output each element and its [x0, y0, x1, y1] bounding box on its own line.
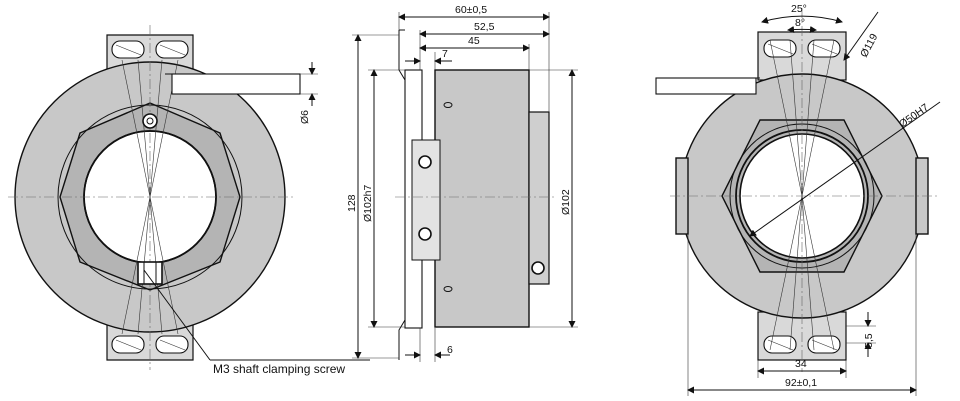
dim-45: 45 [419, 35, 530, 70]
dim-60: 60±0,5 [398, 4, 550, 112]
dim-6-side-label: 6 [447, 344, 453, 356]
dim-119: Ø119 [843, 11, 880, 61]
rear-view: 25° 8° Ø119 Ø50H7 5,5 34 [655, 3, 941, 396]
front-clamp-screw-bottom [137, 261, 163, 285]
dim-128-label: 128 [346, 194, 358, 212]
dim-60-label: 60±0,5 [455, 4, 487, 16]
front-top-mounting-bracket [106, 34, 194, 73]
dim-5-5: 5,5 [846, 312, 876, 357]
dim-angle-8: 8° [787, 17, 817, 33]
dim-7: 7 [405, 48, 452, 70]
side-screws [418, 102, 545, 292]
side-mounting-flange [398, 30, 406, 360]
dim-6-side: 6 [405, 328, 453, 362]
rear-cable [655, 77, 760, 95]
dim-angle-25: 25° [761, 3, 843, 24]
front-clamp-screw-top [142, 113, 158, 129]
side-housing [434, 69, 530, 328]
dim-102h7-label: Ø102h7 [362, 184, 374, 222]
dim-45-label: 45 [468, 35, 480, 47]
rear-hidden-rays [769, 39, 835, 351]
dim-128: 128 [346, 34, 399, 359]
dim-92-label: 92±0,1 [785, 377, 817, 389]
dim-52-5-label: 52,5 [474, 21, 495, 33]
front-view: Ø6 M3 shaft clamping screw [8, 25, 370, 376]
screw-callout-label: M3 shaft clamping screw [213, 362, 345, 376]
dim-102-label: Ø102 [560, 189, 572, 215]
side-rear-cover [528, 111, 550, 285]
dim-50h7-label: Ø50H7 [897, 101, 931, 130]
dim-102h7: Ø102h7 [362, 69, 405, 328]
dim-angle-25-label: 25° [791, 3, 807, 15]
dim-92: 92±0,1 [687, 234, 917, 396]
dim-52-5: 52,5 [419, 21, 550, 70]
dim-34-label: 34 [795, 358, 807, 370]
front-cable [165, 73, 301, 95]
dim-angle-8-label: 8° [795, 17, 805, 29]
side-view: 60±0,5 52,5 45 7 6 [346, 4, 578, 362]
dim-34: 34 [757, 358, 847, 378]
dim-5-5-label: 5,5 [863, 333, 875, 348]
dim-7-label: 7 [442, 48, 448, 60]
screw-callout: M3 shaft clamping screw [143, 269, 370, 376]
dim-cable-diameter-label: Ø6 [299, 110, 311, 124]
dim-102: Ø102 [529, 69, 578, 328]
dim-cable-diameter: Ø6 [299, 62, 318, 124]
